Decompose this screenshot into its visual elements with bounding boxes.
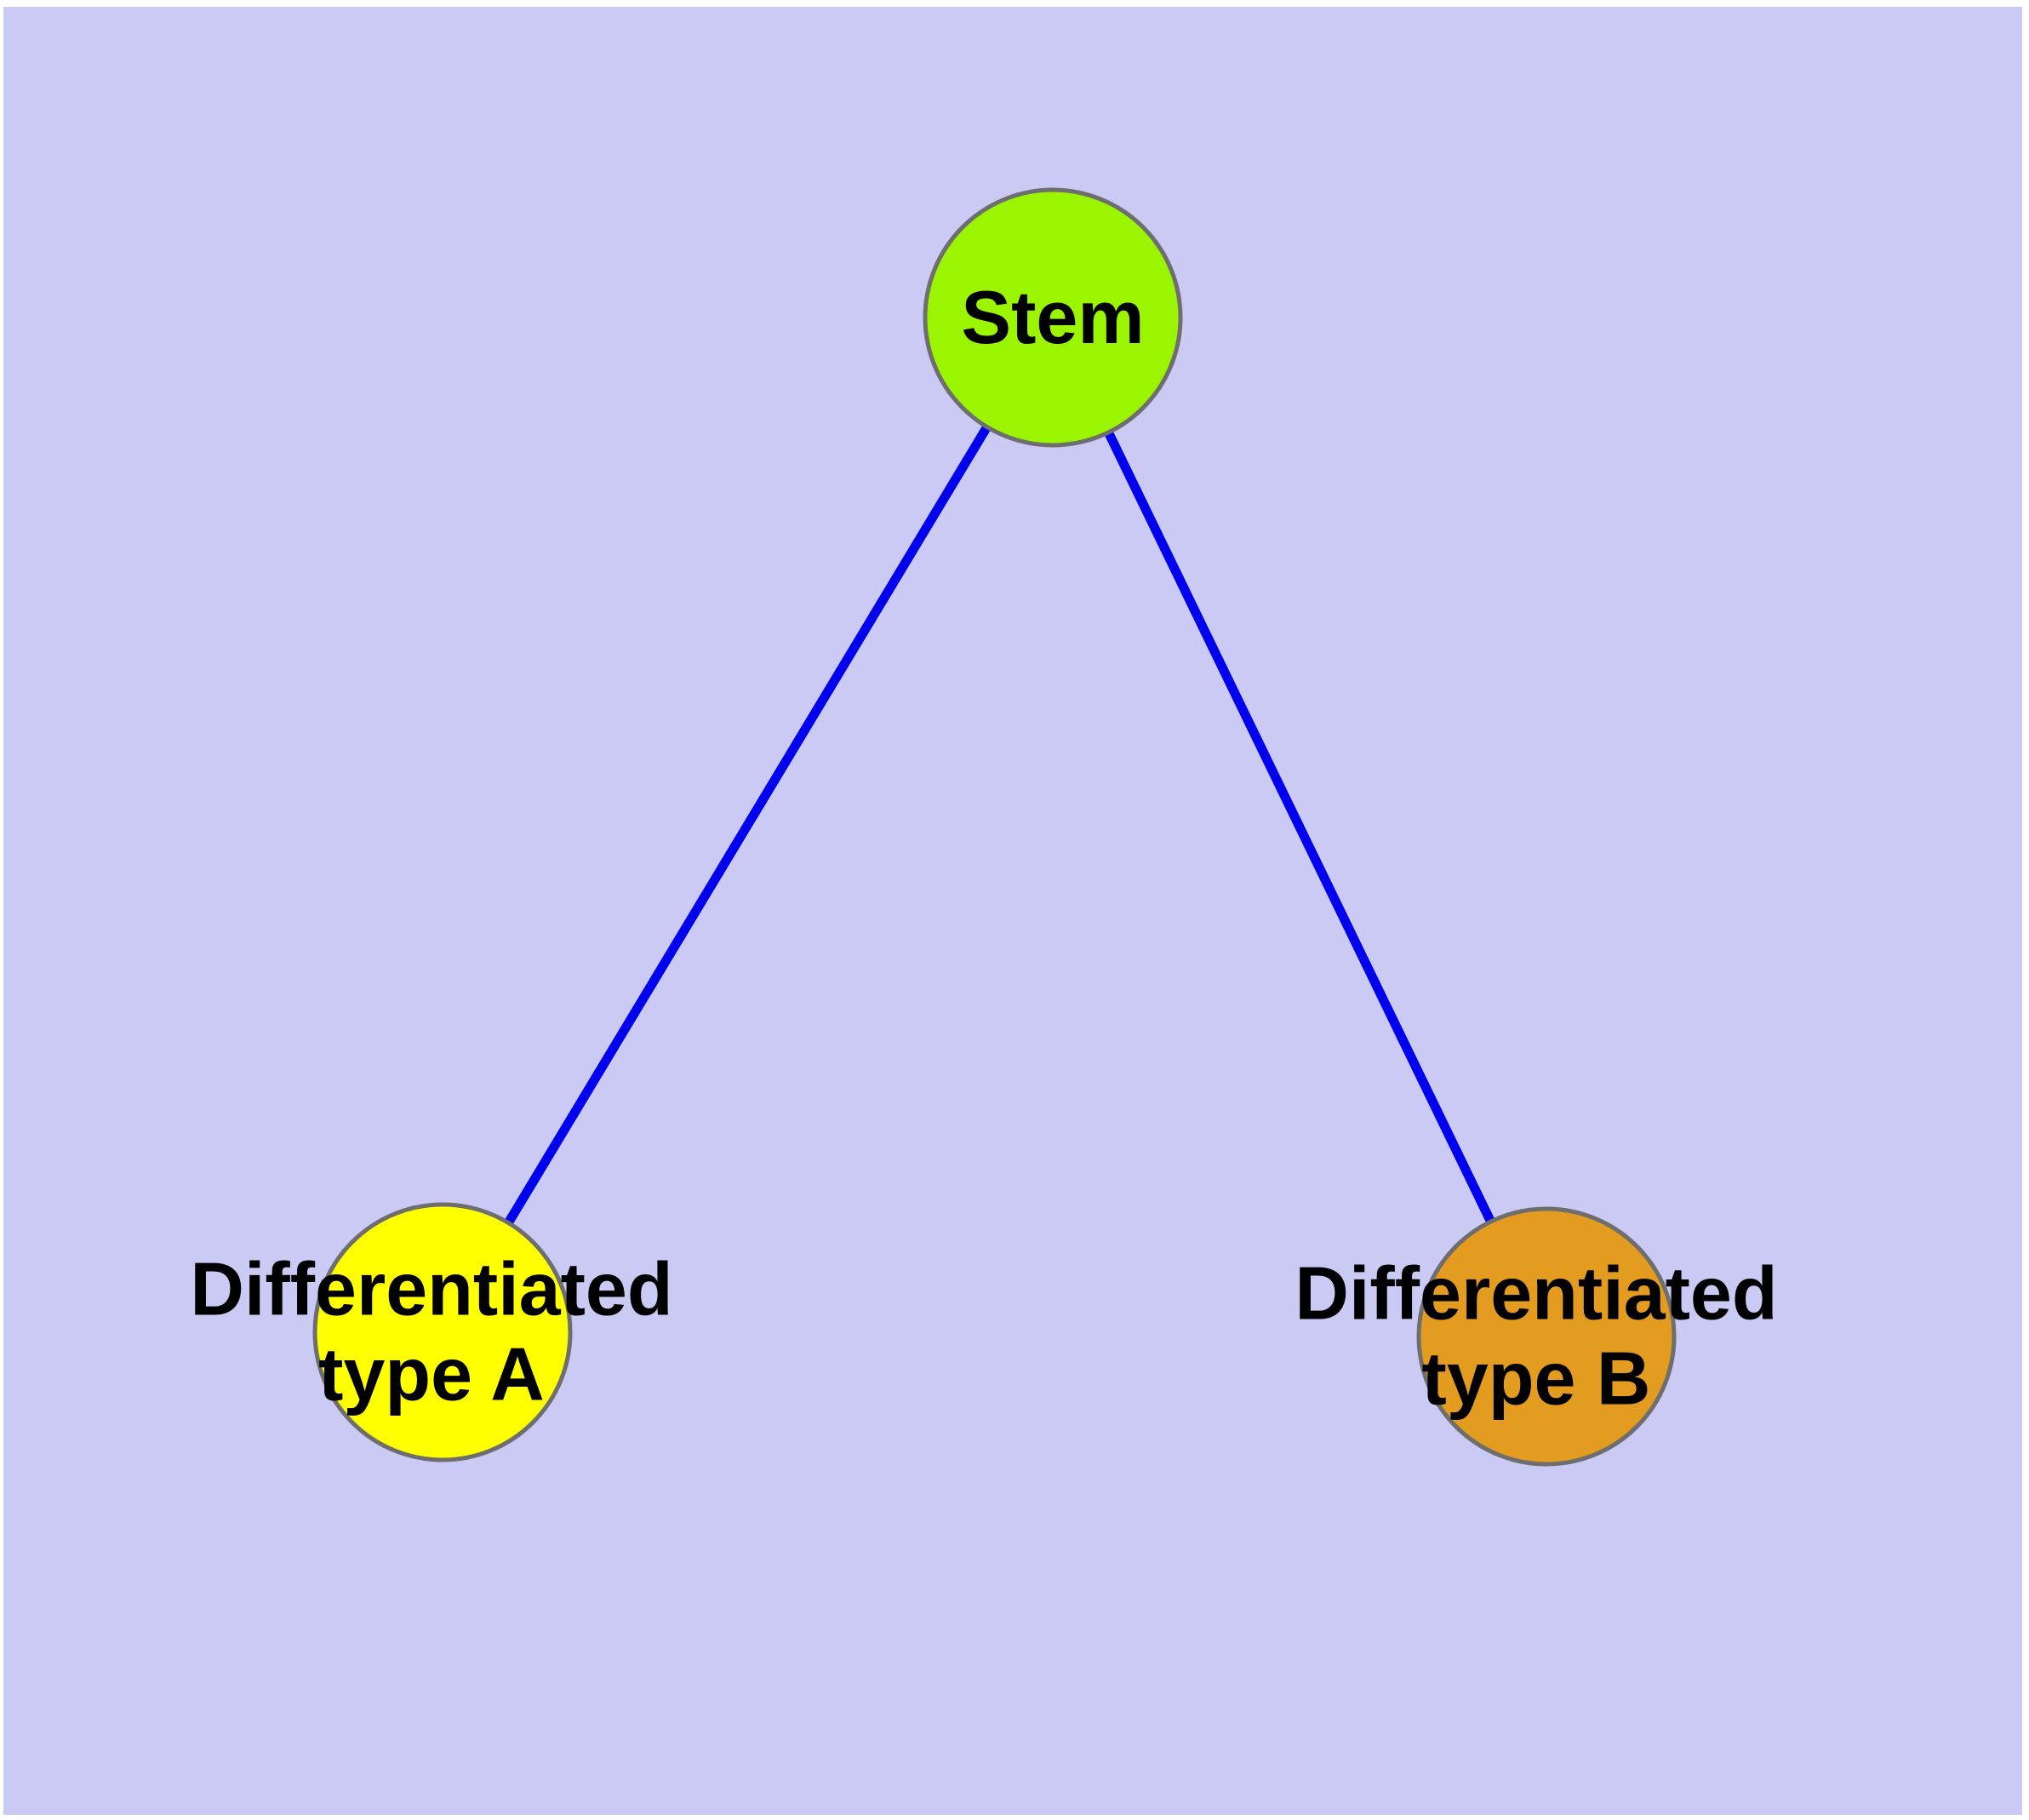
node-circle-stem (923, 187, 1183, 448)
graph-svg (312, 187, 1677, 1467)
node-circle-type-b (1416, 1206, 1677, 1467)
graph-canvas: Stem Differentiated type A Differentiate… (3, 7, 2022, 1815)
node-circle-type-a (312, 1202, 573, 1462)
edge-stem-to-type-b (1049, 315, 1551, 1339)
edge-stem-to-type-a (438, 315, 1057, 1335)
